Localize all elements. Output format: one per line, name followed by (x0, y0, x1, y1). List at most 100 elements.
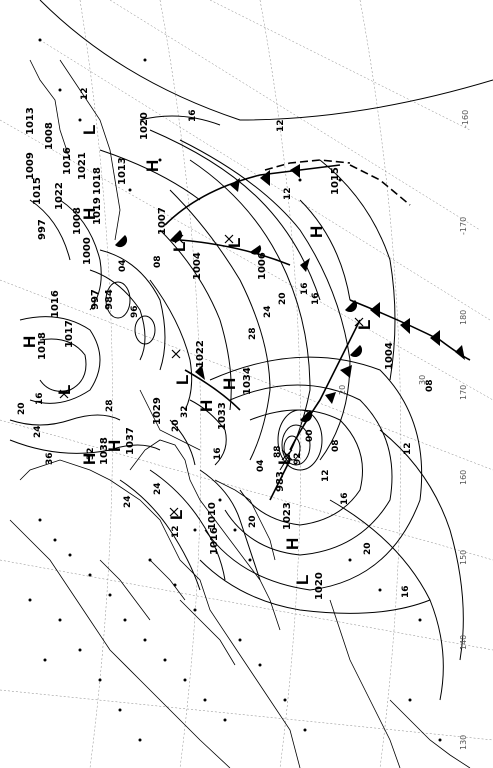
isobar-label: 32 (86, 447, 96, 460)
pressure-label: 1038 (99, 437, 110, 465)
isobar-label: 16 (188, 109, 198, 122)
pressure-label: 1006 (257, 252, 268, 280)
pressure-label: 1020 (139, 112, 150, 140)
low-pressure-center: L (173, 375, 192, 385)
pressure-label: 1018 (92, 167, 103, 195)
pressure-label: 1021 (77, 152, 88, 180)
pressure-label: 1037 (125, 427, 136, 455)
pressure-label: 1029 (152, 397, 163, 425)
pressure-label: 1015 (330, 167, 341, 195)
isobar-labels: 12 16 12 16 20 24 28 32 36 08 04 00 92 8… (17, 87, 435, 598)
pressure-label: 984 (104, 289, 115, 310)
pressure-label: 1015 (32, 177, 43, 205)
isobar-label: 28 (105, 399, 115, 412)
pressure-label: 1016 (50, 290, 61, 318)
longitude-label: 150 (459, 550, 468, 565)
low-pressure-center: L (275, 455, 294, 465)
pressure-label: 1020 (314, 572, 325, 600)
low-pressure-center: L (170, 242, 189, 252)
isobar-label: 20 (278, 292, 288, 305)
isobar-label: 20 (171, 419, 181, 432)
pressure-label: 1004 (384, 342, 395, 370)
pressure-label: 1019 (92, 197, 103, 225)
isobar-label: 12 (80, 87, 90, 100)
isobar-label: 00 (305, 429, 315, 442)
pressure-label: 1009 (25, 152, 36, 180)
pressure-label: 1010 (207, 502, 218, 530)
pressure-label: 997 (90, 289, 101, 310)
isobar-label: 32 (180, 405, 190, 418)
pressure-label: 1017 (64, 320, 75, 348)
isobar-label: 28 (248, 327, 258, 340)
pressure-label: 1008 (44, 122, 55, 150)
pressure-label: 983 (275, 471, 286, 492)
low-center-marks (59, 234, 364, 517)
longitude-label: -170 (459, 217, 468, 235)
isobar-label: 12 (171, 525, 181, 538)
isobar-label: 24 (123, 495, 133, 508)
isobar-label: 88 (273, 445, 283, 458)
pressure-label: 1000 (82, 237, 93, 265)
pressure-label: 1004 (192, 252, 203, 280)
low-pressure-center: L (225, 238, 244, 248)
isobar-label: 12 (321, 469, 331, 482)
isobar-label: 20 (363, 542, 373, 555)
isobar-label: 36 (45, 452, 55, 465)
low-pressure-center: L (293, 575, 312, 585)
high-pressure-center: H (80, 453, 99, 465)
isobars (9, 0, 493, 701)
pressure-centers: H 1015 H H 1033 H 1034 H H 1038 H 1037 1… (20, 125, 374, 600)
low-pressure-center: L (355, 320, 374, 330)
longitude-label: 180 (459, 310, 468, 325)
longitude-label: 160 (459, 470, 468, 485)
isobar-label: 04 (256, 459, 266, 472)
isobar-label: 08 (331, 439, 341, 452)
high-pressure-center: H (197, 400, 216, 412)
high-pressure-center: H (283, 538, 302, 550)
isobar-label: 08 (153, 255, 163, 268)
low-pressure-center: L (80, 125, 99, 135)
pressure-label: 1013 (117, 157, 128, 185)
isobar-label: 16 (401, 585, 411, 598)
latitude-label: 20 (338, 385, 347, 395)
low-pressure-center: L (167, 510, 186, 520)
isobar-label: 12 (276, 119, 286, 132)
pressure-label: 1016 (209, 527, 220, 555)
isobar-label: 16 (340, 492, 350, 505)
high-pressure-center: H (80, 208, 99, 220)
pressure-label: 1007 (157, 207, 168, 235)
isobar-label: 16 (311, 292, 321, 305)
isobar-label: 04 (118, 259, 128, 272)
isobar-label: 24 (153, 482, 163, 495)
graticule-labels: -160 -170 180 170 160 150 140 130 30 20 (338, 110, 470, 750)
isobar-label: 12 (283, 187, 293, 200)
isobar-label: 20 (17, 402, 27, 415)
pressure-label: 1022 (54, 182, 65, 210)
longitude-label: 140 (459, 635, 468, 650)
high-pressure-center: H (20, 336, 39, 348)
front-symbols (115, 164, 465, 423)
pressure-label: 1013 (25, 107, 36, 135)
station-observations (28, 38, 442, 742)
isobar-label: 24 (33, 425, 43, 438)
isobar-label: 16 (35, 392, 45, 405)
longitude-label: 130 (459, 735, 468, 750)
longitude-label: -160 (461, 110, 470, 128)
isobar-label: 08 (425, 379, 435, 392)
high-pressure-center: H (143, 160, 162, 172)
low-pressure-center: L (55, 385, 74, 395)
isobar-label: 20 (248, 515, 258, 528)
longitude-label: 170 (459, 385, 468, 400)
pressure-label: 1022 (195, 340, 206, 368)
isobar-label: 92 (293, 452, 303, 465)
high-pressure-center: H (307, 226, 326, 238)
pressure-label: 1034 (242, 367, 253, 395)
pressure-label: 997 (37, 219, 48, 240)
isobar-label: 16 (213, 447, 223, 460)
pressure-label: 1018 (37, 332, 48, 360)
isobar-label: 24 (263, 305, 273, 318)
pressure-label: 1023 (282, 502, 293, 530)
pressure-labels: 1013 1008 1009 1015 1021 1016 1022 1019 … (25, 107, 395, 530)
